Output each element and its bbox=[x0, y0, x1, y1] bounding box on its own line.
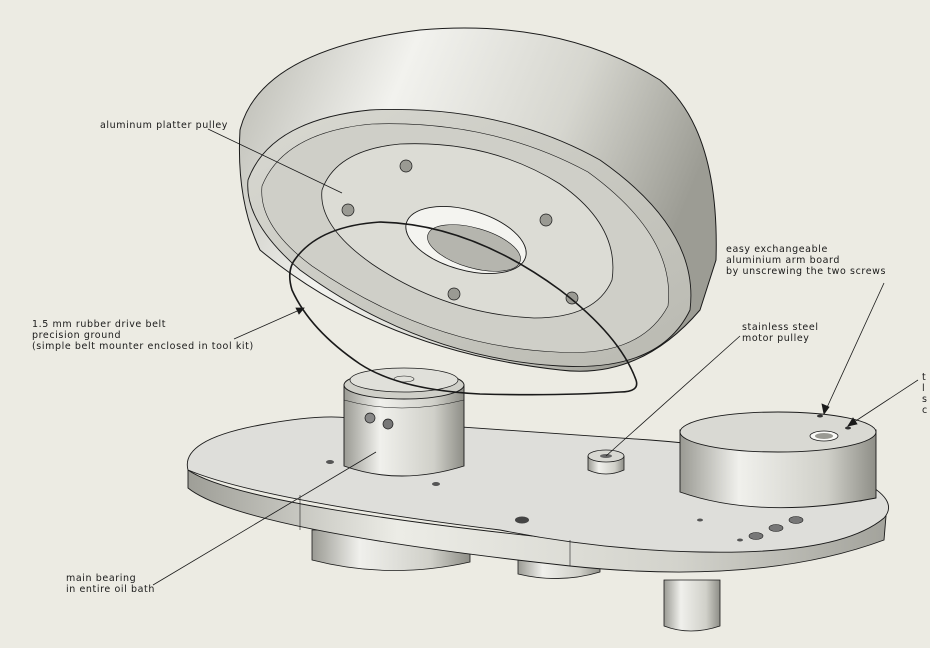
label-line: l bbox=[922, 383, 926, 394]
label-platter-pulley: aluminum platter pulley bbox=[100, 120, 228, 131]
label-line: easy exchangeable bbox=[726, 244, 828, 255]
motor-pulley-part bbox=[587, 449, 625, 475]
arm-board-part bbox=[679, 411, 877, 509]
label-line: aluminum platter pulley bbox=[100, 120, 228, 131]
platter-pulley-part bbox=[238, 27, 717, 372]
label-arm-board: easy exchangeable aluminium arm board by… bbox=[726, 244, 886, 277]
label-line: main bearing bbox=[66, 573, 137, 584]
label-line: precision ground bbox=[32, 330, 122, 341]
label-drive-belt: 1.5 mm rubber drive belt precision groun… bbox=[32, 319, 254, 352]
label-line: s bbox=[922, 394, 928, 405]
label-line: motor pulley bbox=[742, 333, 810, 344]
leader-lines bbox=[152, 128, 919, 586]
main-bearing bbox=[343, 367, 465, 477]
label-line: aluminium arm board bbox=[726, 255, 840, 266]
label-motor-pulley: stainless steel motor pulley bbox=[742, 322, 819, 344]
drive-belt bbox=[288, 221, 638, 396]
label-line: by unscrewing the two screws bbox=[726, 266, 887, 277]
label-line: in entire oil bath bbox=[66, 584, 155, 595]
label-line: (simple belt mounter enclosed in tool ki… bbox=[32, 341, 254, 352]
label-line: 1.5 mm rubber drive belt bbox=[32, 319, 167, 330]
label-line: t bbox=[922, 372, 927, 383]
label-line: c bbox=[922, 405, 928, 416]
label-cut-off: t l s c bbox=[922, 372, 928, 416]
label-line: stainless steel bbox=[742, 322, 819, 333]
label-main-bearing: main bearing in entire oil bath bbox=[66, 573, 155, 595]
